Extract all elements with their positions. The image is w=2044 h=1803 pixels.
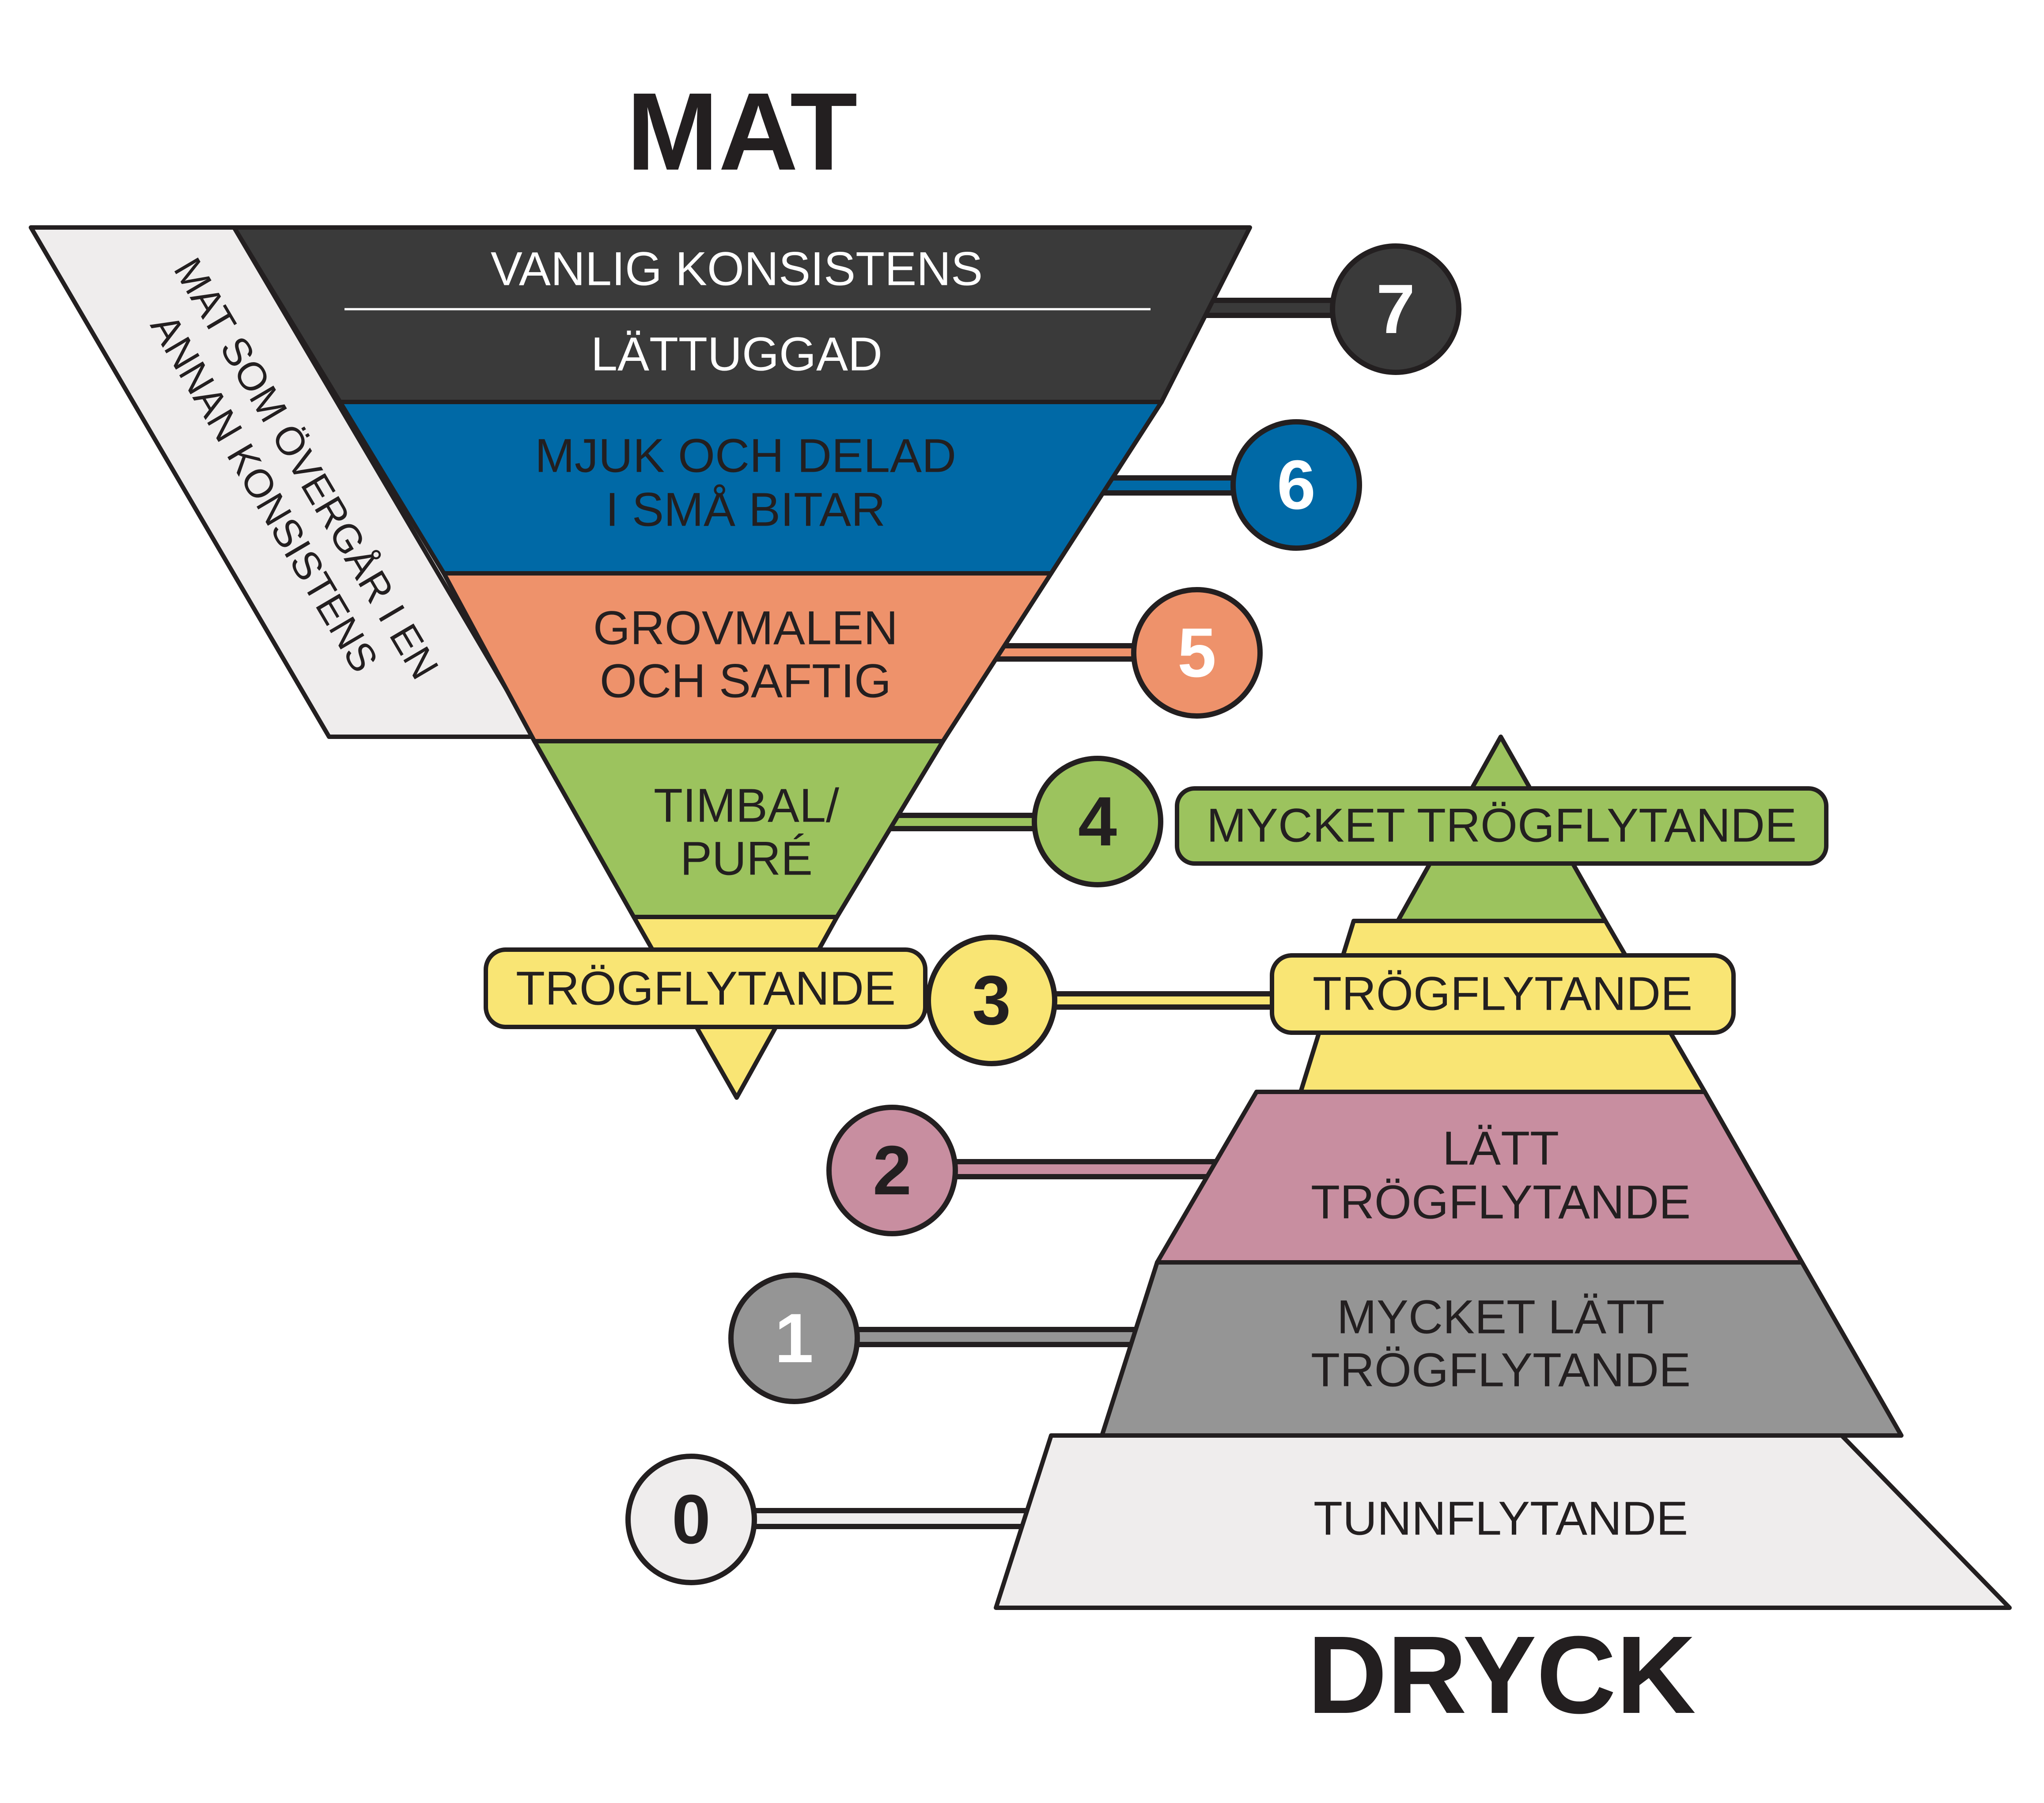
number-3: 3 (972, 962, 1011, 1039)
badge-1 (728, 1273, 860, 1404)
level-numbers: 7 6 5 4 3 2 1 0 (672, 270, 1415, 1558)
food-level-7-line1: VANLIG KONSISTENS (491, 242, 983, 295)
drink-level-0: TUNNFLYTANDE (1313, 1492, 1688, 1545)
food-level-5-line2: OCH SAFTIG (600, 654, 891, 708)
food-level-6-line2: I SMÅ BITAR (606, 483, 886, 536)
drink-level-labels: LÄTT TRÖGFLYTANDE MYCKET LÄTT TRÖGFLYTAN… (1311, 1121, 1691, 1545)
number-1: 1 (775, 1299, 814, 1377)
badge-4 (1032, 756, 1163, 887)
badge-5 (1131, 587, 1263, 719)
drink-level-1-line2: TRÖGFLYTANDE (1311, 1343, 1691, 1397)
connector-3 (1022, 991, 1310, 1010)
number-6: 6 (1277, 446, 1316, 524)
food-title: MAT (627, 70, 858, 193)
connector-0 (726, 1508, 1067, 1529)
pill-drink-level-3: TRÖGFLYTANDE (1270, 953, 1736, 1035)
drink-level-2-line1: LÄTT (1442, 1121, 1559, 1175)
badge-0 (625, 1454, 757, 1585)
badge-6 (1230, 419, 1362, 551)
food-level-7-line2: LÄTTUGGAD (591, 327, 882, 381)
number-4: 4 (1078, 783, 1117, 860)
food-level-labels: VANLIG KONSISTENS LÄTTUGGAD MJUK OCH DEL… (491, 242, 983, 885)
drink-title: DRYCK (1307, 1613, 1696, 1736)
drink-level-3-label: TRÖGFLYTANDE (1313, 967, 1692, 1020)
food-level-3-label: TRÖGFLYTANDE (516, 962, 896, 1015)
badge-7 (1330, 243, 1461, 375)
number-5: 5 (1177, 614, 1216, 692)
number-7: 7 (1376, 270, 1415, 348)
drink-level-2-line2: TRÖGFLYTANDE (1311, 1175, 1691, 1229)
food-level-5-line1: GROVMALEN (593, 601, 898, 655)
badge-3 (926, 935, 1057, 1066)
level-badges (625, 243, 1461, 1585)
food-level-4-line1: TIMBAL/ (654, 779, 839, 832)
food-pyramid (232, 225, 1252, 1100)
number-0: 0 (672, 1481, 711, 1558)
number-2: 2 (873, 1132, 912, 1209)
drink-level-4-label: MYCKET TRÖGFLYTANDE (1207, 799, 1797, 852)
food-level-4-line2: PURÉ (680, 832, 813, 885)
drink-level-1-line1: MYCKET LÄTT (1337, 1290, 1665, 1344)
food-level-6-line1: MJUK OCH DELAD (535, 429, 956, 482)
pill-drink-level-4: MYCKET TRÖGFLYTANDE (1175, 786, 1828, 866)
badge-2 (826, 1105, 958, 1236)
pill-food-level-3: TRÖGFLYTANDE (484, 947, 927, 1029)
